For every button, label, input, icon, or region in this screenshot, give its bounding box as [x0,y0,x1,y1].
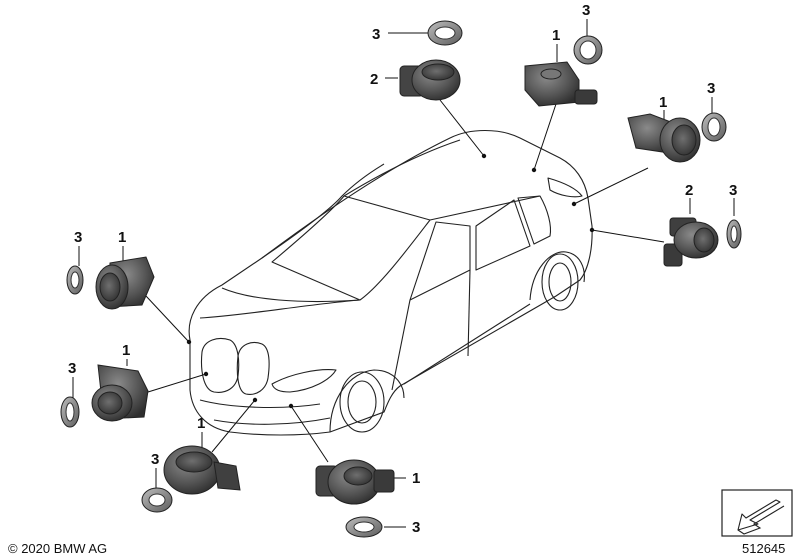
sensor-left-upper [95,256,155,310]
ring-left-lower [60,396,80,428]
sensor-left-lower [91,364,149,422]
sensor-bottom-right [315,459,395,505]
callout-rear-ring: 3 [729,182,737,199]
ring-right [701,112,727,142]
callout-labels: 3 2 1 3 1 3 2 3 3 1 3 1 3 1 1 3 [68,2,737,536]
sensor-bottom-left [163,445,241,495]
callout-left-upper-sensor: 1 [118,229,126,246]
ring-top-right [573,35,603,65]
callout-right-sensor: 1 [659,94,667,111]
callout-top-ring: 3 [372,26,380,43]
sensor-rear [663,217,719,267]
callout-rear-sensor: 2 [685,182,693,199]
sensor-right [627,113,701,163]
callout-top-right-sensor: 1 [552,27,560,44]
callout-right-ring: 3 [707,80,715,97]
callout-left-lower-sensor: 1 [122,342,130,359]
arrow-down-left-icon [721,489,793,537]
ring-left-upper [66,265,84,295]
ring-bottom-left [141,487,173,513]
ring-rear [726,219,742,249]
copyright-text: © 2020 BMW AG [8,541,108,556]
callout-left-lower-ring: 3 [68,360,76,377]
leader-lines [72,19,735,528]
callout-bottom-left-ring: 3 [151,451,159,468]
mount-points [186,153,595,409]
callout-bottom-right-sensor: 1 [412,470,420,487]
ring-top [427,20,463,46]
callout-top-right-ring: 3 [582,2,590,19]
sensor-top-right [524,61,598,107]
callout-bottom-right-ring: 3 [412,519,420,536]
car-outline [188,130,593,436]
callout-left-upper-ring: 3 [74,229,82,246]
sensor-top [399,59,461,101]
callout-top-sensor: 2 [370,71,378,88]
drawing-number: 512645 [742,541,786,556]
ring-bottom-right [345,516,383,538]
callout-bottom-left-sensor: 1 [197,415,205,432]
